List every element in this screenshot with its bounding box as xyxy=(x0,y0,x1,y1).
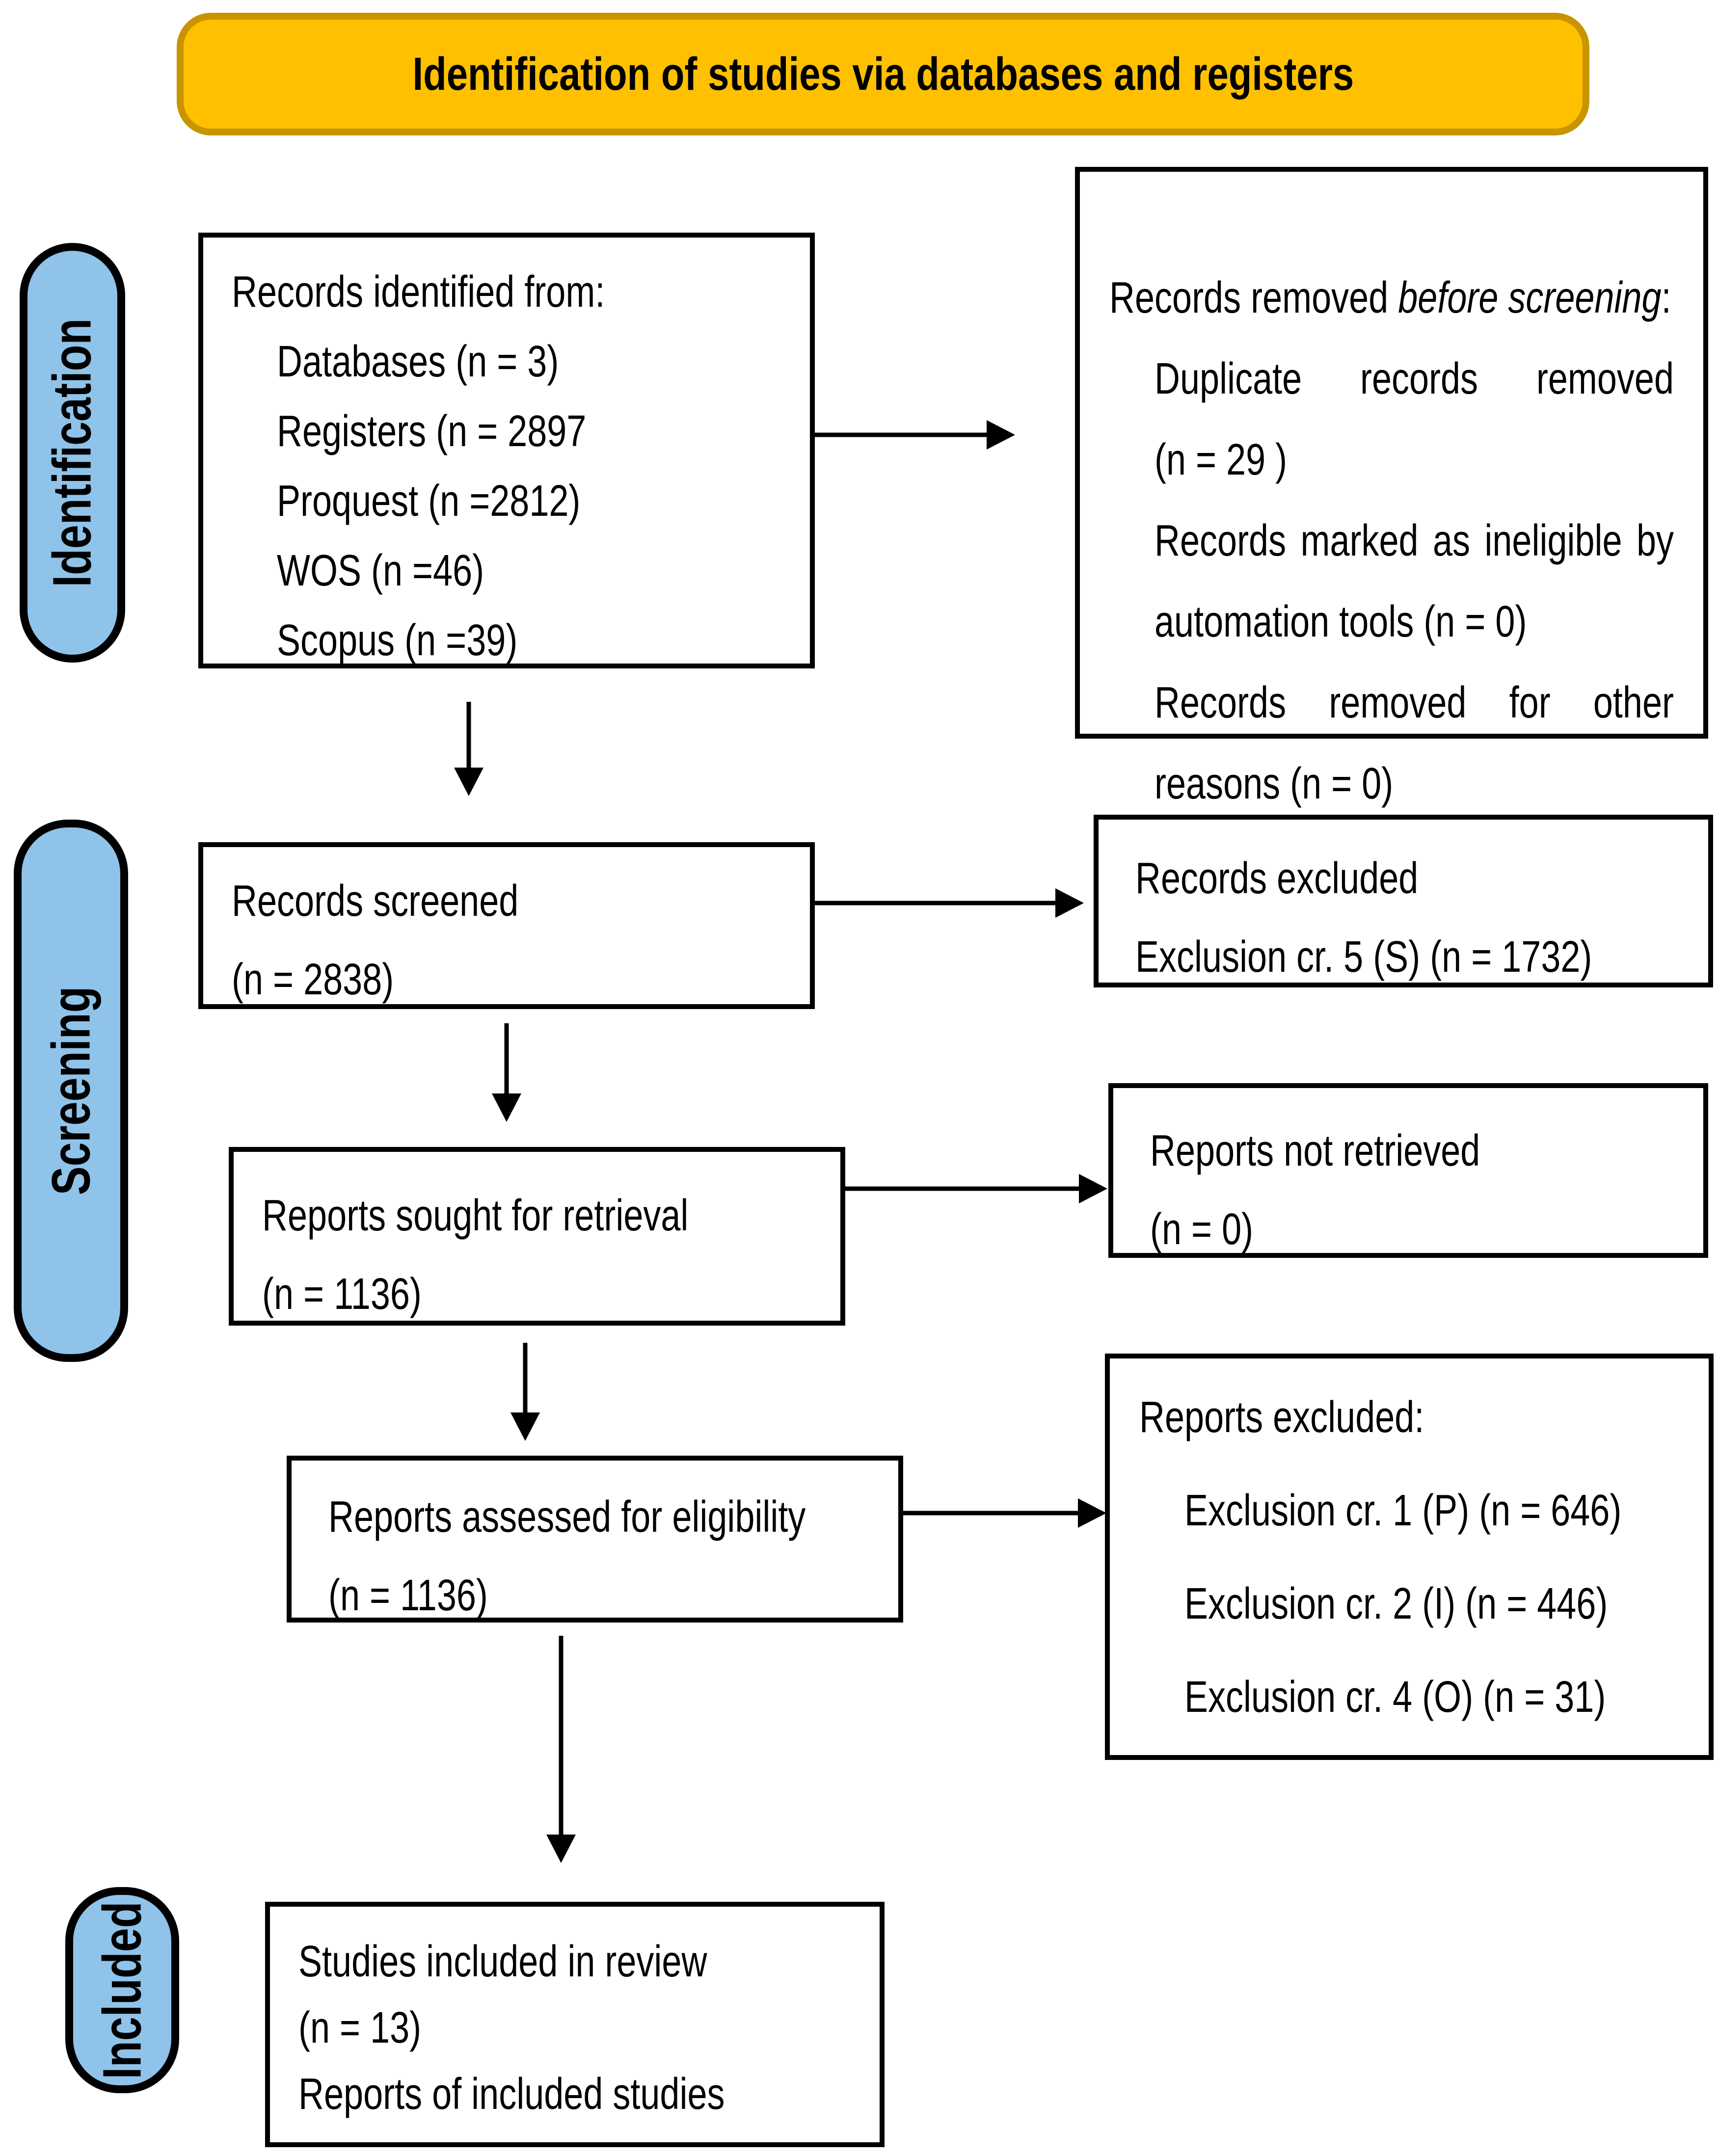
reports-excluded-item-cr1: Exclusion cr. 1 (P) (n = 646) xyxy=(1184,1486,1622,1535)
arrow-sought-to-assessed xyxy=(510,1343,540,1441)
arrow-sought-to-not-retrieved xyxy=(845,1174,1107,1203)
records-removed-item-automation: Records marked as ineligible by automati… xyxy=(1154,516,1674,646)
title-banner: Identification of studies via databases … xyxy=(177,13,1589,135)
box-records-identified: Records identified from: Databases (n = … xyxy=(198,233,815,668)
reports-assessed-count: (n = 1136) xyxy=(328,1571,488,1620)
arrow-identified-to-removed xyxy=(815,420,1015,450)
records-screened-count: (n = 2838) xyxy=(232,955,394,1004)
records-identified-item-registers: Registers (n = 2897 xyxy=(277,407,587,456)
records-removed-title-italic: before screening xyxy=(1398,273,1662,322)
reports-assessed-label: Reports assessed for eligibility xyxy=(328,1492,806,1542)
studies-included-count: (n = 13) xyxy=(298,2003,422,2052)
stage-identification-label: Identification xyxy=(42,318,103,587)
records-excluded-label: Records excluded xyxy=(1135,854,1419,903)
reports-not-retrieved-label: Reports not retrieved xyxy=(1150,1126,1480,1175)
reports-not-retrieved-count: (n = 0) xyxy=(1150,1205,1254,1254)
records-identified-item-scopus: Scopus (n =39) xyxy=(277,616,518,665)
arrow-screened-to-excluded xyxy=(815,888,1084,918)
records-removed-title: Records removed before screening: xyxy=(1109,273,1671,322)
stage-screening: Screening xyxy=(14,820,128,1362)
reports-sought-label: Reports sought for retrieval xyxy=(262,1191,689,1240)
stage-identification: Identification xyxy=(20,243,125,663)
studies-included-label: Studies included in review xyxy=(298,1937,707,1986)
studies-included-reports-label: Reports of included studies xyxy=(298,2070,725,2119)
records-removed-item-duplicates: Duplicate records removed (n = 29 ) xyxy=(1154,354,1674,484)
arrow-identified-to-screened xyxy=(454,702,483,796)
arrow-screened-to-sought xyxy=(492,1023,521,1122)
records-screened-label: Records screened xyxy=(232,877,519,926)
records-identified-item-databases: Databases (n = 3) xyxy=(277,337,559,386)
box-reports-excluded: Reports excluded: Exclusion cr. 1 (P) (n… xyxy=(1105,1354,1714,1760)
title-banner-label: Identification of studies via databases … xyxy=(412,48,1354,100)
box-studies-included: Studies included in review (n = 13) Repo… xyxy=(265,1902,885,2147)
records-identified-item-proquest: Proquest (n =2812) xyxy=(277,477,581,526)
box-reports-sought: Reports sought for retrieval (n = 1136) xyxy=(229,1147,845,1326)
reports-excluded-item-cr2: Exclusion cr. 2 (I) (n = 446) xyxy=(1184,1579,1608,1628)
arrow-assessed-to-reports-excluded xyxy=(903,1498,1106,1528)
stage-screening-label: Screening xyxy=(41,986,102,1196)
records-identified-title: Records identified from: xyxy=(232,267,605,317)
box-records-removed: Records removed before screening: Duplic… xyxy=(1075,167,1708,808)
box-reports-not-retrieved: Reports not retrieved (n = 0) xyxy=(1108,1083,1708,1258)
records-removed-item-other: Records removed for other reasons (n = 0… xyxy=(1154,678,1674,808)
records-excluded-criteria: Exclusion cr. 5 (S) (n = 1732) xyxy=(1135,932,1592,982)
reports-excluded-item-cr4: Exclusion cr. 4 (O) (n = 31) xyxy=(1184,1673,1606,1722)
arrow-assessed-to-included xyxy=(546,1636,576,1863)
records-identified-item-wos: WOS (n =46) xyxy=(277,546,484,595)
box-reports-assessed: Reports assessed for eligibility (n = 11… xyxy=(287,1456,903,1623)
box-records-excluded: Records excluded Exclusion cr. 5 (S) (n … xyxy=(1094,815,1713,987)
box-records-screened: Records screened (n = 2838) xyxy=(198,842,815,1009)
stage-included: Included xyxy=(65,1887,179,2093)
reports-excluded-title: Reports excluded: xyxy=(1139,1393,1424,1442)
reports-sought-count: (n = 1136) xyxy=(262,1270,422,1319)
stage-included-label: Included xyxy=(92,1901,153,2079)
